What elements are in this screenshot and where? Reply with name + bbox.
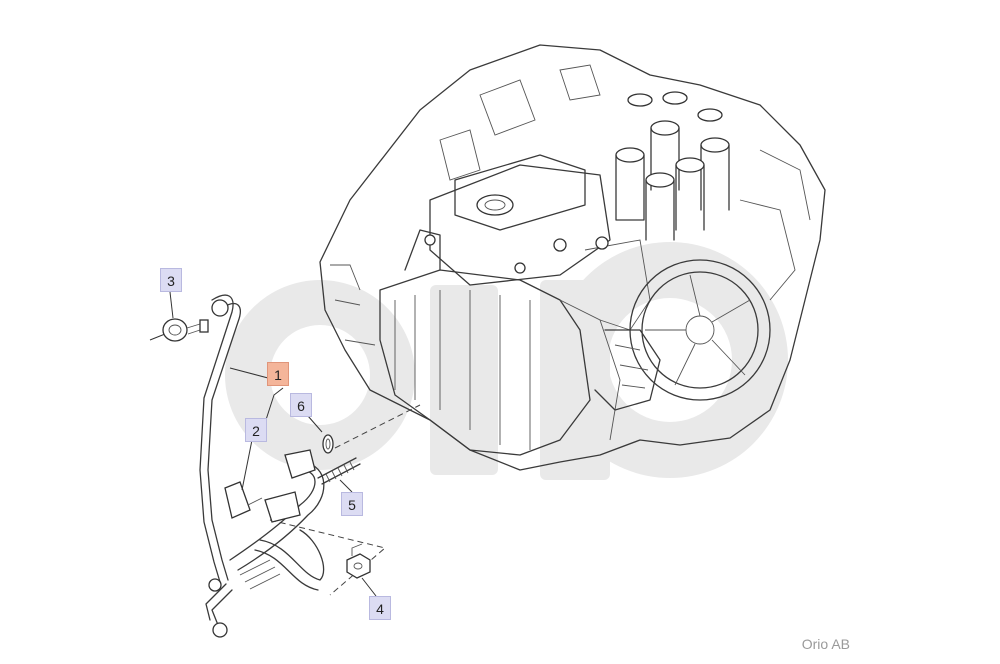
callout-part-2[interactable]: 2 xyxy=(245,418,267,442)
callout-part-4[interactable]: 4 xyxy=(369,596,391,620)
nut-part-3-icon xyxy=(149,318,209,342)
oil-cooler-pipe-icon xyxy=(199,294,325,638)
orio-watermark-icon xyxy=(225,242,788,480)
callout-part-1[interactable]: 1 xyxy=(267,362,289,386)
callout-part-3[interactable]: 3 xyxy=(160,268,182,292)
o-ring-part-6-icon xyxy=(322,434,334,454)
stud-part-5-icon xyxy=(317,457,361,485)
callout-part-5[interactable]: 5 xyxy=(341,492,363,516)
assembly-lines-icon xyxy=(269,404,421,596)
copyright-credit: Orio AB xyxy=(801,636,850,652)
transmission-housing-icon xyxy=(319,44,826,471)
callout-leaders xyxy=(169,291,377,597)
callout-part-6[interactable]: 6 xyxy=(290,393,312,417)
nut-part-4-icon xyxy=(346,543,371,579)
